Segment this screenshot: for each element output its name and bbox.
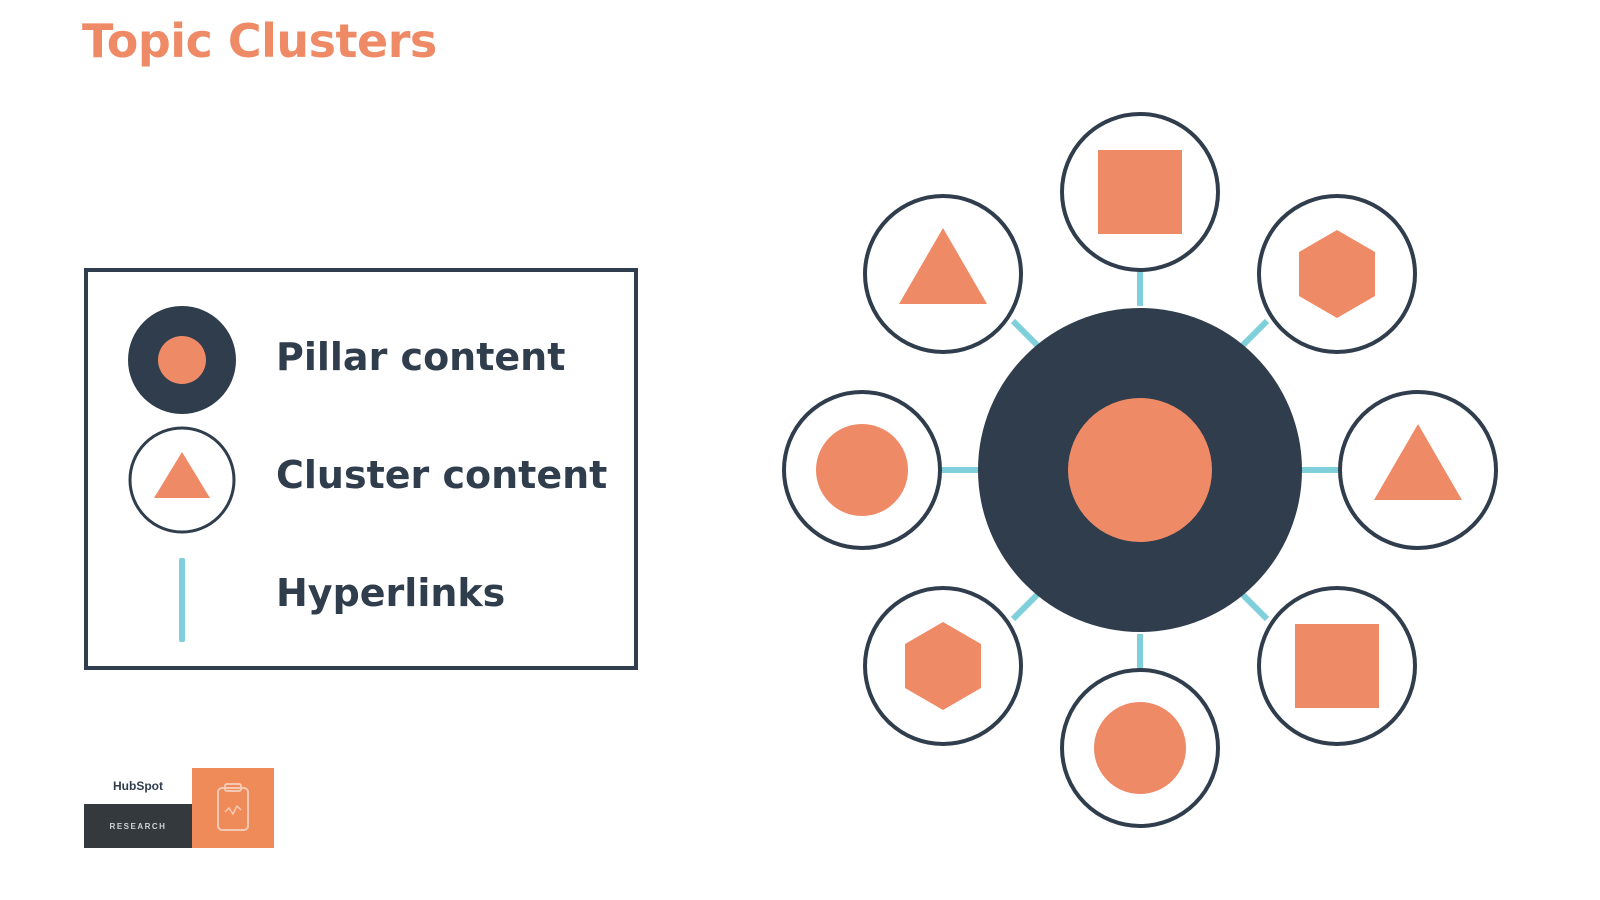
pillar-node — [978, 308, 1302, 632]
hexagon-shape — [905, 622, 981, 710]
hubspot-research-logo: HubSpot RESEARCH — [84, 768, 274, 848]
clipboard-icon — [217, 783, 249, 831]
cluster-node-hexagon — [863, 586, 1023, 746]
legend-box: Pillar content Cluster content Hyperlink… — [84, 268, 638, 670]
legend-label-pillar: Pillar content — [276, 335, 566, 379]
cluster-node-circle — [782, 390, 942, 550]
square-shape — [1098, 150, 1182, 234]
hyperlink-line — [1010, 590, 1042, 622]
logo-research-text: RESEARCH — [84, 804, 192, 848]
hyperlink-line — [1238, 590, 1270, 622]
cluster-node-square — [1060, 112, 1220, 272]
cluster-node-triangle — [863, 194, 1023, 354]
circle-shape — [816, 424, 908, 516]
pillar-center-circle — [1068, 398, 1212, 542]
cluster-node-square — [1257, 586, 1417, 746]
square-shape — [1295, 624, 1379, 708]
legend-label-cluster: Cluster content — [276, 453, 608, 497]
cluster-node-hexagon — [1257, 194, 1417, 354]
hexagon-shape — [1299, 230, 1375, 318]
cluster-node-triangle — [1338, 390, 1498, 550]
circle-shape — [1094, 702, 1186, 794]
hyperlink-line — [1238, 318, 1270, 350]
hyperlink-line-icon — [179, 558, 185, 642]
triangle-shape — [899, 228, 987, 304]
page-title: Topic Clusters — [82, 14, 437, 68]
topic-cluster-diagram — [782, 112, 1498, 828]
cluster-content-icon — [128, 426, 236, 534]
hyperlink-line — [1010, 318, 1042, 350]
cluster-node-circle — [1060, 668, 1220, 828]
hyperlinks — [942, 270, 1338, 670]
legend-label-hyperlinks: Hyperlinks — [276, 571, 506, 615]
pillar-content-icon — [128, 306, 236, 414]
logo-tile — [192, 768, 274, 848]
triangle-shape — [1374, 424, 1462, 500]
logo-brand-text: HubSpot — [113, 779, 163, 793]
